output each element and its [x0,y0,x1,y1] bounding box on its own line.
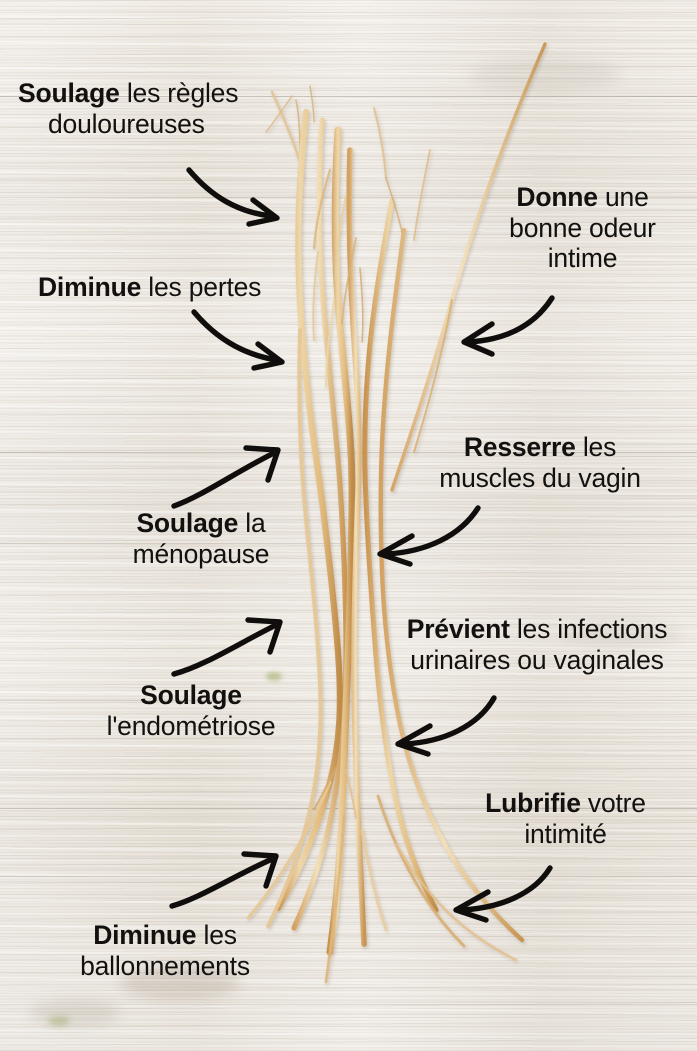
callout-line: muscles du vagin [439,462,641,493]
arrow-soulage-endometriose [168,612,292,682]
callout-line: Resserre les [400,432,680,463]
plank-seam [0,1004,697,1005]
callout-line: Prévient les infections [382,614,692,645]
callout-lubrifie-intimite: Lubrifie votre intimité [448,788,683,849]
arrow-diminue-pertes [190,308,298,371]
callout-resserre-muscles: Resserre les muscles du vagin [400,432,680,493]
arrow-soulage-regles [185,162,295,228]
callout-line: Soulage les règles [18,78,278,109]
callout-line: Soulage [76,680,306,711]
callout-rest: les [575,432,617,462]
callout-rest: la [238,508,266,538]
callout-soulage-menopause: Soulage la ménopause [86,508,316,569]
wood-knot [120,966,240,1000]
callout-line: intimité [524,818,607,849]
callout-line: urinaires ou vaginales [410,644,664,675]
moss-speck [48,1016,70,1026]
callout-soulage-regles: Soulage les règles douloureuses [18,78,278,139]
callout-bold: Diminue [93,920,197,950]
callout-line: intime [547,243,618,274]
callout-bold: Soulage [136,508,239,538]
callout-bold: Soulage [140,680,242,710]
callout-line: douloureuses [48,108,205,139]
callout-soulage-endometriose: Soulage l'endométriose [76,680,306,741]
callout-bold: Soulage [18,78,120,108]
callout-bold: Resserre [463,432,576,462]
wood-knot [470,60,620,90]
callout-rest: les pertes [141,272,262,302]
callout-diminue-ballonnements: Diminue les ballonnements [40,920,290,981]
callout-line: Donne une [480,182,685,213]
plank-seam [0,808,697,809]
callout-line: l'endométriose [106,710,276,741]
callout-line: Diminue les [40,920,290,951]
callout-diminue-pertes: Diminue les pertes [38,272,308,303]
callout-previent-infections: Prévient les infections urinaires ou vag… [382,614,692,675]
arrow-donne-odeur [448,292,560,357]
plank-seam [0,96,697,97]
wood-knot [560,620,680,648]
wood-knot [30,1000,120,1026]
moss-speck [266,672,282,681]
arrow-resserre-muscles [366,502,486,567]
callout-bold: Lubrifie [485,788,581,818]
callout-line: Soulage la [86,508,316,539]
arrow-previent-infections [386,692,502,757]
callout-donne-odeur: Donne une bonne odeur intime [480,182,685,274]
callout-rest: une [597,182,649,212]
callout-bold: Prévient [406,614,510,644]
callout-line: ballonnements [80,950,250,981]
arrow-diminue-ballonnements [166,848,288,914]
callout-rest: les règles [119,78,239,108]
callout-rest: les infections [509,614,668,644]
callout-line: ménopause [132,538,270,569]
callout-line: bonne odeur [509,212,656,243]
arrow-lubrifie-intimite [444,862,556,923]
callout-rest: les [196,920,237,950]
callout-bold: Donne [516,182,598,212]
callout-line: Diminue les pertes [38,272,308,303]
plank-seam [0,876,697,877]
callout-rest: votre [580,788,646,818]
arrow-soulage-menopause [168,438,290,512]
callout-line: Lubrifie votre [448,788,683,819]
callout-bold: Diminue [38,272,142,302]
